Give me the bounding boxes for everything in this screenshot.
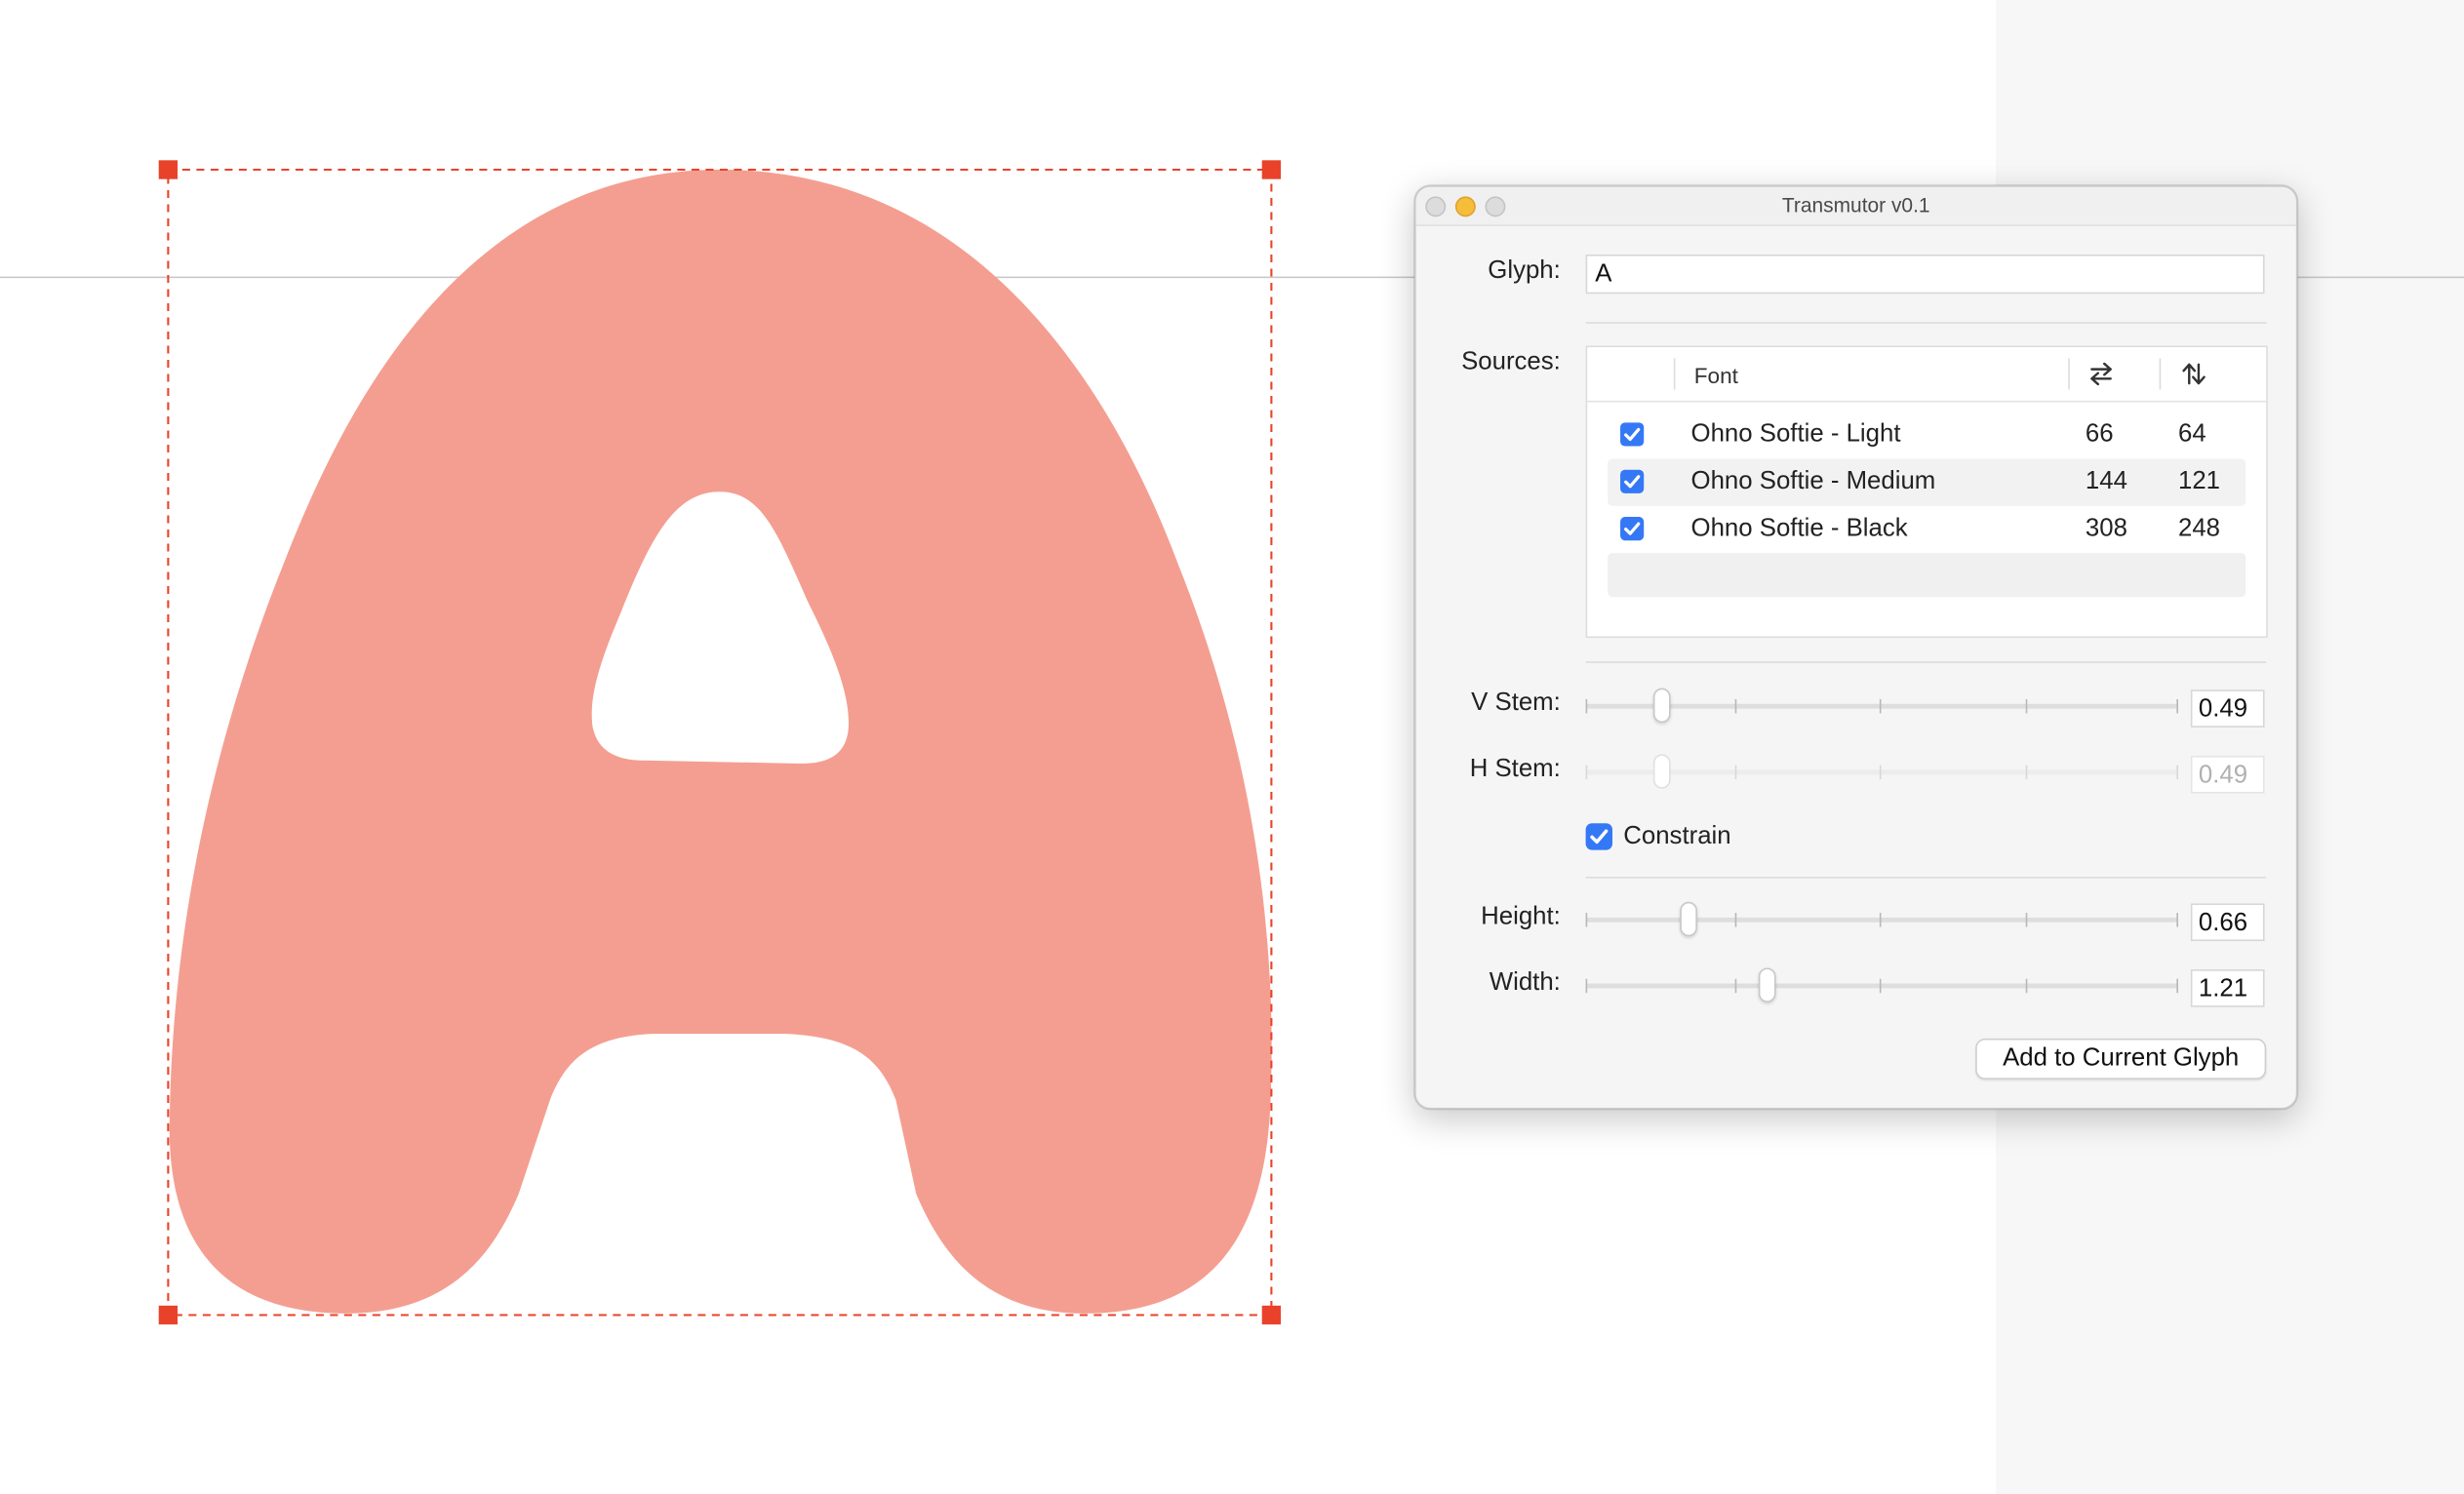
selection-handle[interactable] (1261, 160, 1282, 179)
hstem-value-field[interactable]: 0.49 (2190, 755, 2265, 794)
source-v-value: 64 (2177, 420, 2206, 449)
close-icon[interactable] (1425, 196, 1447, 217)
divider (1585, 661, 2267, 663)
slider-thumb[interactable] (1680, 901, 1697, 937)
slider-tick (1879, 765, 1882, 780)
constrain-label[interactable]: Constrain (1623, 823, 1731, 850)
constrain-checkbox[interactable] (1585, 823, 1612, 850)
selection-handle[interactable] (1261, 1305, 1282, 1325)
source-h-value: 308 (2085, 515, 2127, 542)
selection-handle[interactable] (158, 1305, 179, 1325)
slider-tick (1879, 978, 1882, 994)
checkmark-icon (1590, 829, 1609, 845)
column-divider (2159, 358, 2162, 390)
slider-tick (2025, 978, 2028, 994)
source-h-value: 66 (2085, 420, 2114, 449)
checkmark-icon (1624, 522, 1641, 535)
table-header: Font (1587, 347, 2267, 403)
divider (1585, 322, 2267, 324)
vstem-value-field[interactable]: 0.49 (2190, 689, 2265, 727)
column-header-font[interactable]: Font (1693, 363, 1738, 388)
table-row[interactable]: Ohno Softie - Light 66 64 (1608, 412, 2245, 458)
slider-tick (2176, 765, 2178, 780)
transmutor-window: Transmutor v0.1 Glyph: A Sources: Font (1413, 185, 2298, 1110)
source-checkbox[interactable] (1620, 517, 1645, 541)
slider-tick (2025, 698, 2028, 714)
minimize-icon[interactable] (1454, 196, 1476, 217)
source-font-name: Ohno Softie - Medium (1690, 468, 1936, 495)
checkmark-icon (1624, 475, 1641, 489)
slider-tick (1734, 978, 1737, 994)
slider-tick (1585, 978, 1588, 994)
glyph-a-outline (169, 169, 1272, 1314)
height-label: Height: (1481, 903, 1561, 930)
height-value-field[interactable]: 0.66 (2190, 903, 2265, 942)
slider-tick (1734, 913, 1737, 927)
column-divider (1673, 358, 1676, 390)
source-h-value: 144 (2085, 468, 2127, 495)
slider-tick (1585, 913, 1588, 927)
slider-thumb[interactable] (1758, 967, 1776, 1003)
vstem-label: V Stem: (1471, 689, 1561, 717)
selection-handle[interactable] (158, 160, 179, 179)
slider-tick (2025, 765, 2028, 780)
sources-label: Sources: (1461, 348, 1561, 376)
slider-tick (2176, 978, 2178, 994)
divider (1585, 876, 2267, 879)
slider-track (1585, 983, 2178, 989)
slider-tick (2025, 913, 2028, 927)
slider-thumb[interactable] (1652, 754, 1671, 789)
title-bar[interactable]: Transmutor v0.1 (1415, 186, 2296, 226)
slider-track (1585, 769, 2178, 775)
vstem-slider[interactable] (1585, 688, 2178, 724)
slider-tick (1879, 698, 1882, 714)
source-font-name: Ohno Softie - Black (1690, 515, 1908, 542)
width-label: Width: (1489, 969, 1561, 997)
source-checkbox[interactable] (1620, 469, 1645, 493)
window-title: Transmutor v0.1 (1781, 193, 1930, 217)
source-v-value: 248 (2177, 515, 2221, 542)
width-value-field[interactable]: 1.21 (2190, 969, 2265, 1007)
add-to-current-glyph-button[interactable]: Add to Current Glyph (1975, 1038, 2267, 1080)
slider-tick (2176, 913, 2178, 927)
slider-tick (1734, 765, 1737, 780)
slider-tick (1879, 913, 1882, 927)
width-slider[interactable] (1585, 967, 2178, 1003)
metrics-guideline (0, 276, 2464, 279)
zoom-icon[interactable] (1485, 196, 1506, 217)
slider-tick (1585, 698, 1588, 714)
checkmark-icon (1624, 427, 1641, 442)
glyph-canvas[interactable] (0, 0, 1414, 1494)
slider-track (1585, 917, 2178, 923)
source-v-value: 121 (2177, 468, 2221, 495)
source-checkbox[interactable] (1620, 422, 1645, 447)
sources-table: Font Ohno Softie - Light 66 64 (1585, 345, 2268, 639)
source-font-name: Ohno Softie - Light (1690, 420, 1901, 449)
table-empty-row (1608, 553, 2246, 598)
column-divider (2068, 358, 2070, 390)
slider-tick (1585, 765, 1588, 780)
vertical-arrows-icon[interactable] (2180, 360, 2208, 388)
hstem-label: H Stem: (1469, 755, 1561, 783)
slider-tick (1734, 698, 1737, 714)
height-slider[interactable] (1585, 901, 2178, 937)
glyph-label: Glyph: (1488, 257, 1561, 285)
slider-track (1585, 703, 2178, 709)
glyph-input[interactable]: A (1585, 254, 2265, 295)
table-row[interactable]: Ohno Softie - Black 308 248 (1608, 506, 2245, 553)
hstem-slider[interactable] (1585, 754, 2178, 789)
slider-tick (2176, 698, 2178, 714)
slider-thumb[interactable] (1652, 688, 1671, 724)
horizontal-arrows-icon[interactable] (2087, 360, 2116, 388)
table-row[interactable]: Ohno Softie - Medium 144 121 (1608, 458, 2246, 506)
